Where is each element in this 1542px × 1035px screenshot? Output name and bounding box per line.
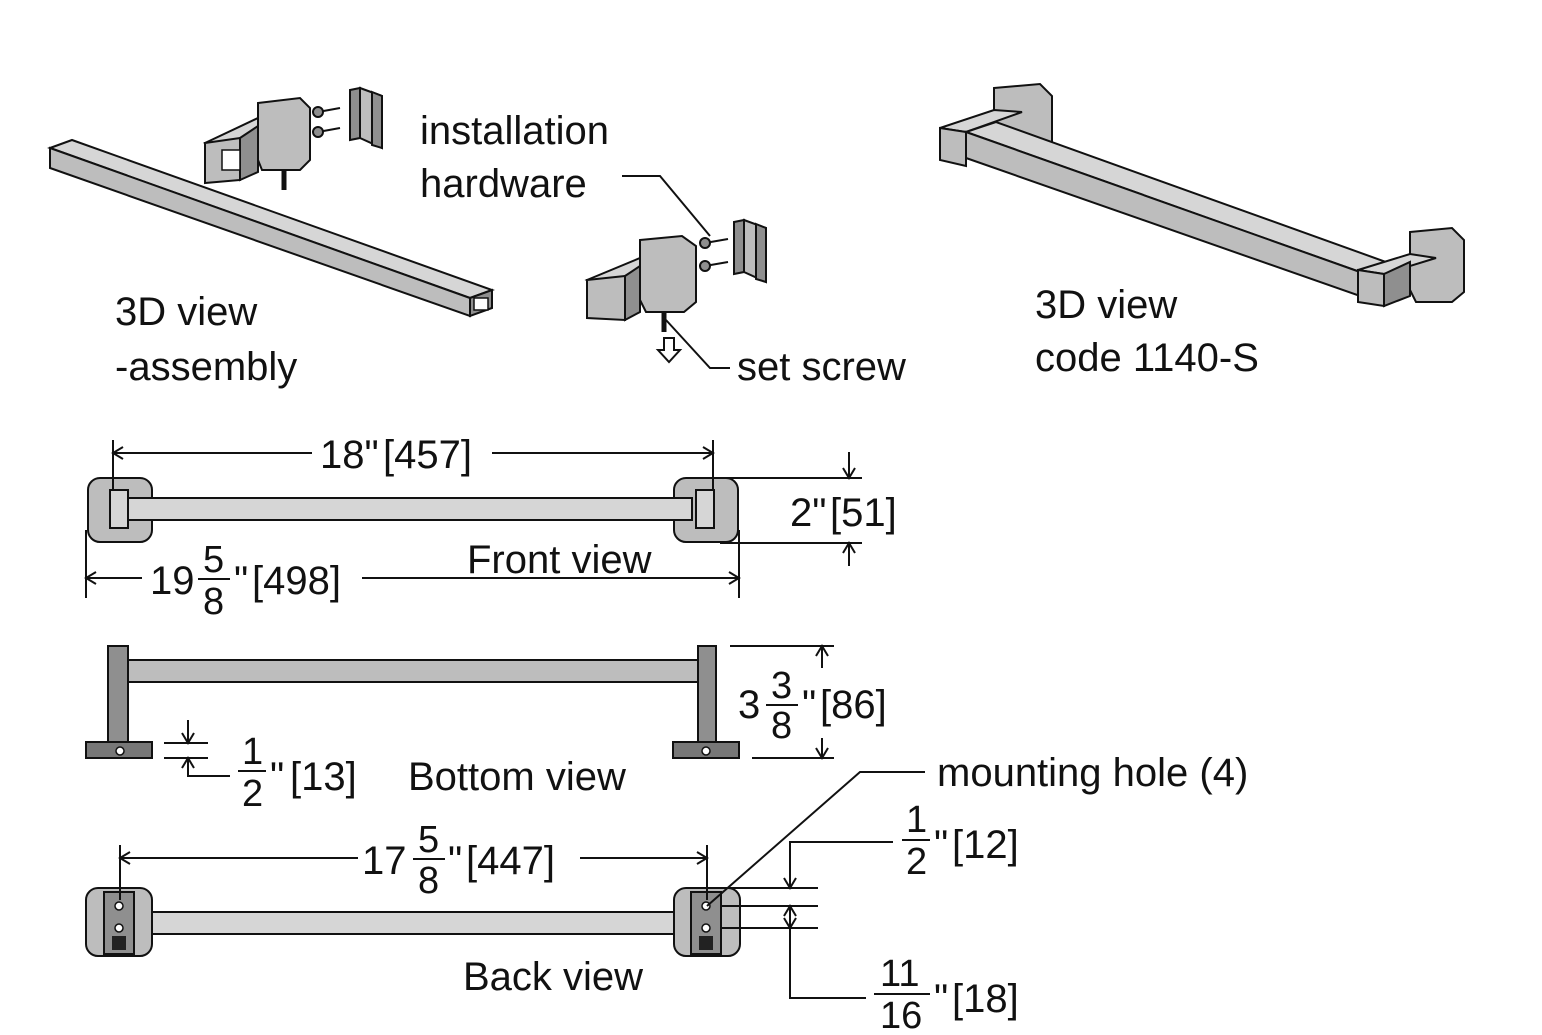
- dim-hole-spacing-whole: 17: [362, 839, 407, 883]
- dim-overall-length: 19 5 8 " [498]: [84, 530, 741, 623]
- product-view-title: 3D view: [1035, 283, 1177, 327]
- assembly-view-subtitle: -assembly: [115, 345, 297, 389]
- assembly-view-title: 3D view: [115, 290, 257, 334]
- installation-hardware-view: installation hardware set screw: [420, 109, 906, 389]
- dim-projection-num: 3: [771, 665, 792, 707]
- dim-center-to-center: 18" [457]: [111, 433, 715, 490]
- front-view-label: Front view: [467, 538, 652, 582]
- dim-hole-offsets: 1 2 " [12] 11 16 " [18]: [720, 799, 1019, 1035]
- bottom-view-label: Bottom view: [408, 755, 626, 799]
- dim-hole-spacing-den: 8: [418, 860, 439, 902]
- dim-projection-inch: ": [802, 683, 816, 727]
- dim-thickness-inch: ": [270, 755, 284, 799]
- front-view: 18" [457] 19 5 8 " [498] 2" [51: [84, 433, 897, 623]
- dim-overall-num: 5: [203, 539, 224, 581]
- dim-offset-top-mm: [12]: [952, 823, 1019, 867]
- dim-flange-height-mm: [51]: [830, 491, 897, 535]
- assembly-mounting-clip: [349, 86, 383, 150]
- back-view: 17 5 8 " [447] mounting hole (4) 1 2 ": [85, 751, 1248, 1035]
- dim-overall-inch: ": [234, 559, 248, 603]
- dim-center-to-center-mm: [457]: [383, 433, 472, 477]
- back-mounting-clip-right: [690, 891, 722, 955]
- dim-offset-top-num: 1: [906, 799, 927, 841]
- bottom-view: 3 3 8 " [86] 1 2 " [13] Bottom view: [85, 644, 887, 815]
- dim-offset-bottom-mm: [18]: [952, 977, 1019, 1021]
- dim-thickness-num: 1: [242, 731, 263, 773]
- dim-overall-mm: [498]: [252, 559, 341, 603]
- dim-hole-spacing: 17 5 8 " [447]: [118, 819, 709, 902]
- dim-thickness-den: 2: [242, 773, 263, 815]
- dim-offset-bottom-inch: ": [934, 977, 948, 1021]
- installation-label-line2: hardware: [420, 162, 587, 206]
- dim-projection-mm: [86]: [820, 683, 887, 727]
- dim-center-to-center-inch: 18": [320, 433, 379, 477]
- dim-flange-height: 2" [51]: [720, 452, 897, 566]
- dim-overall-whole: 19: [150, 559, 195, 603]
- dim-hole-spacing-mm: [447]: [466, 839, 555, 883]
- dim-flange-height-inch: 2": [790, 491, 826, 535]
- product-code: code 1140-S: [1035, 336, 1259, 380]
- back-view-label: Back view: [463, 955, 643, 999]
- back-mounting-clip-left: [103, 891, 135, 955]
- dim-offset-top-den: 2: [906, 841, 927, 883]
- product-3d-view: 3D view code 1140-S: [939, 82, 1465, 380]
- set-screw-label: set screw: [737, 345, 906, 389]
- assembly-3d-view: 3D view -assembly: [47, 86, 495, 389]
- assembly-screws: [312, 106, 341, 138]
- dim-overall-den: 8: [203, 581, 224, 623]
- dim-hole-spacing-num: 5: [418, 819, 439, 861]
- mounting-hole-leader: [706, 771, 925, 907]
- dim-offset-bottom-num: 11: [880, 953, 919, 995]
- mounting-hole-label: mounting hole (4): [937, 751, 1248, 795]
- dim-projection-den: 8: [771, 705, 792, 747]
- dim-projection: 3 3 8 " [86]: [730, 644, 887, 760]
- dim-thickness-mm: [13]: [290, 755, 357, 799]
- installation-label-line1: installation: [420, 109, 609, 153]
- dim-offset-top-inch: ": [934, 823, 948, 867]
- dim-hole-spacing-inch: ": [448, 839, 462, 883]
- dim-flange-thickness: 1 2 " [13]: [164, 720, 357, 815]
- dim-offset-bottom-den: 16: [880, 995, 922, 1035]
- dim-projection-whole: 3: [738, 683, 760, 727]
